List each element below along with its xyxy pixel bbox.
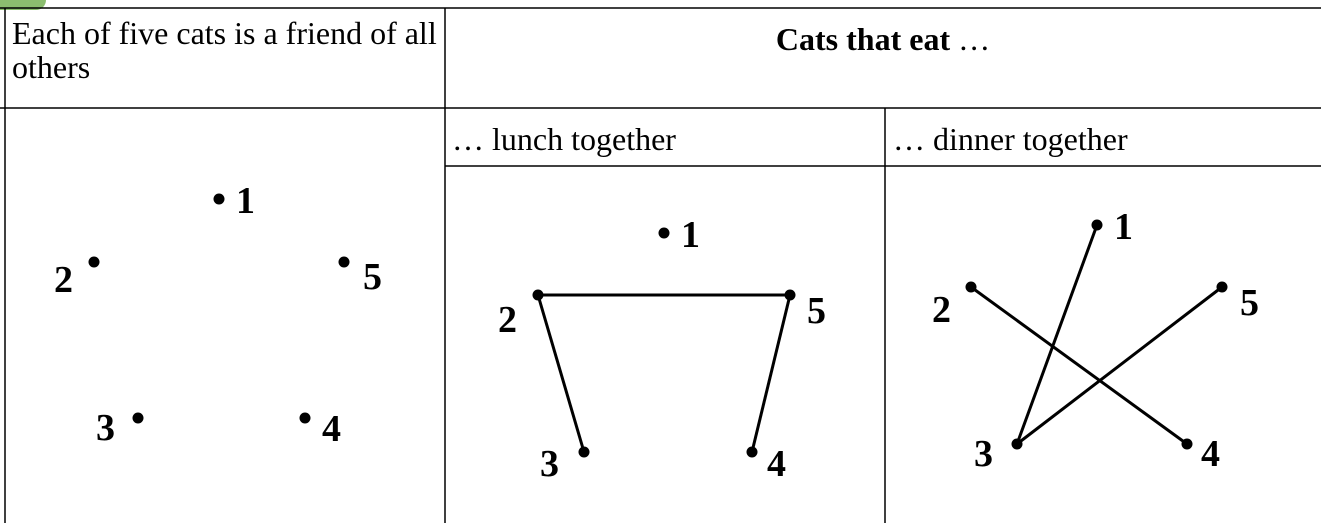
cat-label-4: 4 [322, 408, 341, 450]
dinner-header: … dinner together [893, 121, 1128, 157]
cat-label-2: 2 [932, 289, 951, 331]
cat-node-5 [338, 256, 350, 268]
dinner-diagram: 1 2 5 3 4 [932, 206, 1259, 475]
dinner-edge-1-3 [1015, 224, 1099, 445]
friends-diagram: 1 2 5 3 4 [54, 180, 382, 450]
cat-label-5: 5 [363, 256, 382, 298]
lunch-header: … lunch together [452, 121, 676, 157]
cat-label-2: 2 [54, 259, 73, 301]
corner-badge [0, 0, 46, 10]
cat-node-4 [746, 446, 758, 458]
cat-node-1 [658, 227, 670, 239]
cat-label-3: 3 [540, 443, 559, 485]
lunch-edge-5-4 [750, 294, 792, 453]
cat-label-5: 5 [1240, 282, 1259, 324]
friends-header: Each of five cats is a friend of all oth… [12, 15, 437, 85]
cats-header-ellipsis: … [950, 21, 991, 57]
cat-node-2 [965, 281, 977, 293]
cat-label-4: 4 [767, 443, 786, 485]
cat-label-1: 1 [236, 180, 255, 222]
cats-header: Cats that eat … [445, 22, 1321, 56]
cat-node-5 [784, 289, 796, 301]
cat-node-3 [1011, 438, 1023, 450]
cat-node-4 [299, 412, 311, 424]
cat-node-2 [88, 256, 100, 268]
cat-node-3 [578, 446, 590, 458]
lunch-diagram: 1 2 5 3 4 [498, 214, 826, 485]
cat-node-3 [132, 412, 144, 424]
dinner-edge-2-4 [970, 285, 1188, 446]
cat-node-1 [1091, 219, 1103, 231]
cat-label-5: 5 [807, 290, 826, 332]
cat-node-5 [1216, 281, 1228, 293]
lunch-edge-2-3 [536, 294, 586, 453]
cat-label-1: 1 [681, 214, 700, 256]
cat-label-4: 4 [1201, 433, 1220, 475]
cats-header-bold: Cats that eat [775, 21, 951, 57]
cat-node-1 [213, 193, 225, 205]
cat-label-3: 3 [974, 433, 993, 475]
dinner-edge-5-3 [1016, 285, 1223, 446]
cat-node-2 [532, 289, 544, 301]
cat-label-1: 1 [1114, 206, 1133, 248]
cat-label-3: 3 [96, 407, 115, 449]
cat-node-4 [1181, 438, 1193, 450]
cat-label-2: 2 [498, 299, 517, 341]
